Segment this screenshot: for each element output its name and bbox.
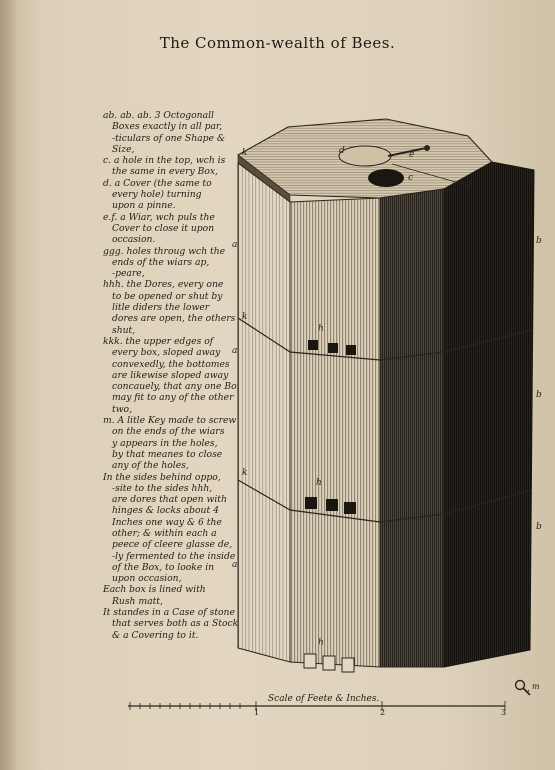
figure-letter-k: k — [242, 312, 248, 322]
legend-line: -ticulars of one Shape & — [112, 132, 226, 144]
figure-letter-c: c — [408, 173, 414, 183]
legend-line: are dores that open with — [112, 494, 227, 506]
legend-line: may fit to any of the other — [112, 392, 234, 404]
box-division-line — [237, 479, 532, 523]
legend-line: y appears in the holes, — [112, 437, 218, 449]
legend-line: -site to the sides hhh, — [112, 482, 213, 494]
legend-line: every hole) turning — [112, 189, 202, 201]
box-division-line — [237, 317, 533, 361]
legend-line: ends of the wiars ap, — [112, 256, 210, 268]
legend-line: Size, — [112, 143, 135, 155]
figure-letter-e: e — [409, 150, 415, 160]
legend-line: & a Covering to it. — [112, 629, 199, 641]
door-row-lower — [303, 653, 355, 673]
legend-line: shut, — [112, 324, 136, 336]
legend-line: any of the holes, — [112, 460, 189, 472]
scale-number: 3 — [501, 708, 507, 717]
legend-line: Each box is lined with — [103, 584, 206, 596]
figure-letter-h: h — [316, 478, 322, 488]
legend-line: upon occasion, — [112, 573, 182, 585]
figure-letter-k: k — [242, 148, 248, 158]
legend-line: ab. ab. ab. 3 Octogonall — [103, 110, 214, 121]
legend-line: -ly fermented to the inside — [112, 550, 236, 562]
legend-line: ggg. holes throug wch the — [103, 245, 226, 257]
legend-line: the same in every Box, — [112, 166, 218, 178]
legend-line: -peare, — [112, 268, 145, 280]
figure-letter-f: f — [468, 180, 472, 190]
figure-letter-a: a — [232, 346, 238, 356]
legend-line: In the sides behind oppo, — [103, 471, 221, 483]
figure-letter-a: a — [232, 560, 238, 570]
legend-line: kkk. the upper edges of — [103, 335, 214, 347]
legend-line: by that meanes to close — [112, 448, 223, 460]
scale-number: 1 — [254, 708, 260, 717]
legend-line: upon a pinne. — [112, 200, 176, 212]
legend-line: to be opened or shut by — [112, 290, 223, 302]
figure-letter-b: b — [536, 522, 542, 532]
legend-line: Inches one way & 6 the — [112, 516, 222, 528]
legend-line: m. A litle Key made to screw — [103, 415, 237, 427]
door-row-upper — [308, 340, 356, 355]
scale-number: 2 — [380, 708, 386, 717]
figure-letter-a: a — [232, 240, 238, 250]
legend-line: d. a Cover (the same to — [103, 177, 212, 189]
top-hole — [368, 169, 404, 187]
figure-letter-d: d — [339, 146, 345, 156]
door-row-middle — [305, 497, 356, 514]
legend-line: Cover to close it upon — [112, 222, 215, 234]
legend-line: that serves both as a Stock — [112, 618, 239, 630]
page-header-title: The Common-wealth of Bees. — [159, 34, 396, 52]
page-gutter-shadow — [0, 0, 18, 770]
figure-letter-m: m — [532, 682, 540, 691]
figure-letter-h: h — [318, 324, 324, 334]
scale-label: Scale of Feete & Inches. — [268, 694, 380, 704]
legend-line: Rush matt, — [112, 595, 163, 607]
legend-line: hhh. the Dores, every one — [103, 279, 224, 291]
legend-line: every box, sloped away — [112, 347, 221, 359]
legend-line: other; & within each a — [112, 527, 217, 539]
legend-line: dores are open, the others — [112, 313, 236, 325]
legend-line: It standes in a Case of stone — [103, 607, 235, 619]
scale-ticks — [129, 701, 506, 711]
legend-line: peece of cleere glasse de, — [112, 539, 233, 551]
legend-line: occasion. — [112, 234, 156, 246]
legend-line: on the ends of the wiars — [112, 426, 225, 438]
wire — [391, 163, 471, 187]
legend-text-block: ab. ab. ab. 3 Octogonall Boxes exactly i… — [103, 110, 248, 641]
legend-line: c. a hole in the top, wch is — [103, 155, 226, 167]
figure-letter-h: h — [318, 638, 324, 648]
legend-line: convexedly, the bottomes — [112, 358, 230, 370]
legend-line: hinges & locks about 4 — [112, 505, 219, 517]
figure-letter-b: b — [536, 390, 542, 400]
cover-handle — [387, 147, 427, 157]
hive-face-left — [237, 162, 291, 663]
cover-pin — [424, 145, 430, 151]
hive-face-right — [379, 188, 445, 668]
legend-line: e.f. a Wiar, wch puls the — [103, 211, 215, 223]
hive-face-front — [289, 197, 381, 668]
hive-face-far-right — [443, 161, 535, 668]
figure-letter-b: b — [536, 236, 542, 246]
top-hole-cover — [338, 145, 392, 167]
legend-line: two, — [112, 403, 133, 415]
key-m-icon — [514, 679, 531, 696]
legend-line: Boxes exactly in all par, — [112, 121, 223, 133]
figure-letter-k: k — [242, 468, 248, 478]
legend-line: of the Box, to looke in — [112, 561, 215, 573]
legend-line: are likewise sloped away — [112, 369, 229, 381]
legend-line: litle diders the lower — [112, 302, 210, 314]
legend-line: concauely, that any one Box — [112, 381, 242, 393]
